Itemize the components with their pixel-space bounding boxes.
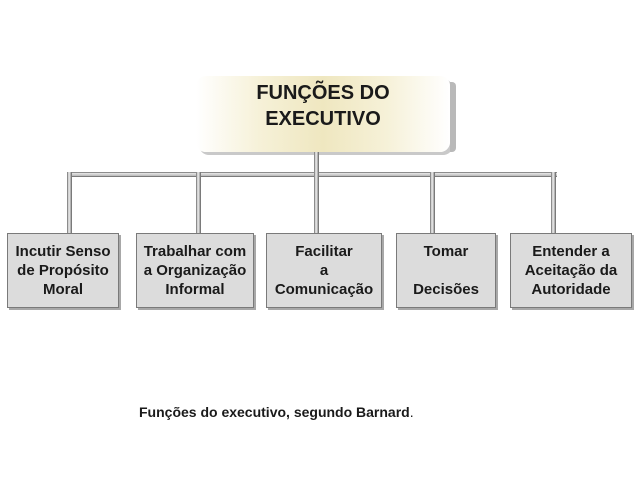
branch-connector (69, 172, 557, 177)
drop-connector (67, 172, 72, 234)
caption-text: Funções do executivo, segundo Barnard (139, 404, 410, 420)
function-box-communication: Facilitar a Comunicação (266, 233, 382, 308)
figure-caption: Funções do executivo, segundo Barnard. (139, 404, 414, 420)
caption-period: . (409, 404, 414, 420)
title-banner (196, 76, 456, 152)
drop-connector (196, 172, 201, 234)
function-box-decisions: Tomar Decisões (396, 233, 496, 308)
function-box-authority: Entender a Aceitação da Autoridade (510, 233, 632, 308)
function-box-moral-purpose: Incutir Senso de Propósito Moral (7, 233, 119, 308)
drop-connector (430, 172, 435, 234)
trunk-connector (314, 152, 319, 176)
drop-connector (551, 172, 556, 234)
drop-connector (314, 172, 319, 234)
function-box-informal-organization: Trabalhar com a Organização Informal (136, 233, 254, 308)
chart-title: FUNÇÕES DO EXECUTIVO (256, 82, 390, 130)
